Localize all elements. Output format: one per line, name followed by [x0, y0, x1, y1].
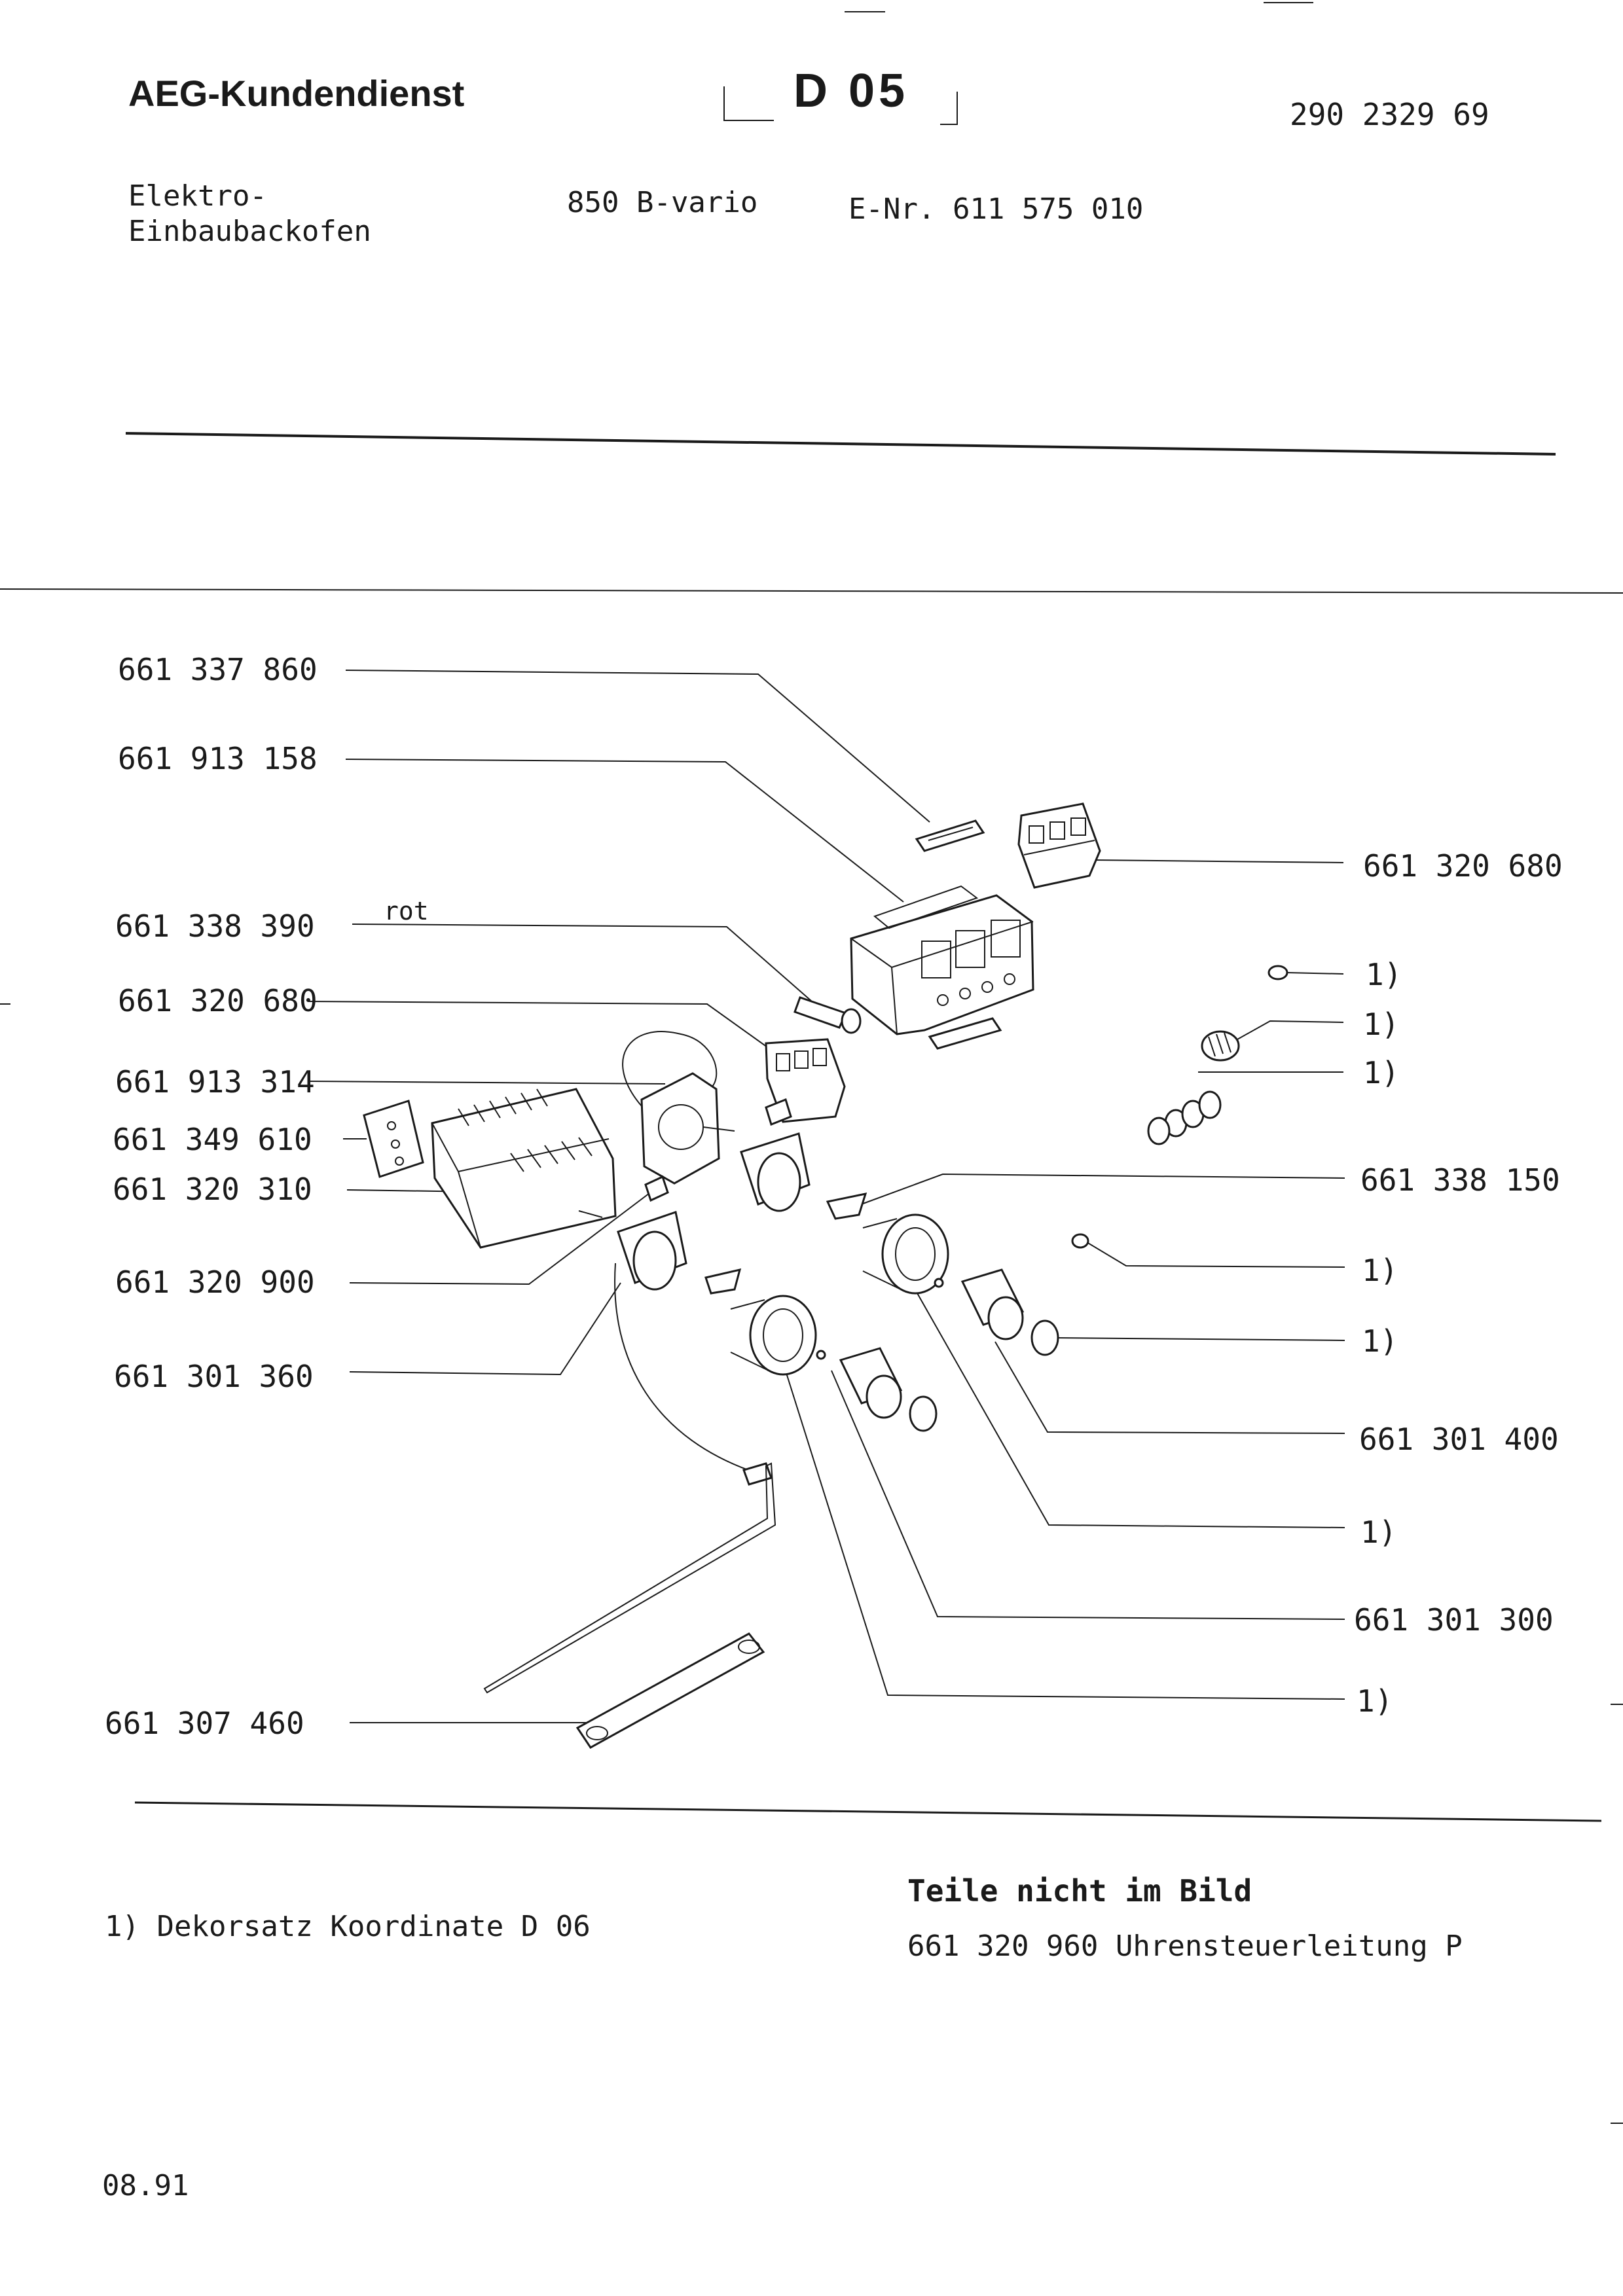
e-number: E-Nr. 611 575 010: [848, 192, 1144, 226]
part-number-right: 661 301 400: [1359, 1422, 1559, 1457]
clip-2: [644, 1175, 669, 1202]
knurled-nut: [1201, 1030, 1240, 1062]
leader-661-913-158: [345, 759, 904, 903]
knob-right: [960, 1268, 1025, 1340]
cap-left: [909, 1395, 938, 1432]
bezel-left: [730, 1295, 817, 1376]
section-code: D 05: [793, 65, 909, 117]
clip-1: [765, 1098, 792, 1126]
footnote-ref: 1): [1362, 1253, 1398, 1288]
knob-holder-1: [740, 1132, 811, 1212]
not-shown-item: 661 320 960 Uhrensteuerleitung P: [907, 1929, 1463, 1963]
product-name-line1: Elektro-: [128, 179, 267, 213]
footnote-ref: 1): [1360, 1515, 1397, 1550]
leader-1-b: [1237, 1020, 1344, 1040]
part-number-right: 661 320 680: [1363, 848, 1563, 884]
leader-661-301-360: [349, 1282, 621, 1376]
part-number-right: 661 301 300: [1354, 1602, 1554, 1638]
cap-right: [1030, 1319, 1059, 1356]
part-number-left: 661 913 314: [115, 1064, 315, 1100]
leader-661-301-400: [994, 1341, 1345, 1434]
revision-date: 08.91: [102, 2169, 189, 2202]
brand-title: AEG-Kundendienst: [128, 73, 465, 114]
leader-661-913-314: [307, 1081, 666, 1085]
fuse-holder-red: [793, 996, 862, 1034]
leader-661-337-860: [345, 670, 930, 823]
leader-661-338-150: [857, 1173, 1345, 1206]
leader-1-a: [1285, 972, 1344, 975]
part-number-left: 661 301 360: [114, 1359, 314, 1394]
part-number-left: 661 320 310: [113, 1172, 312, 1207]
footnote-ref: 1): [1362, 1323, 1398, 1359]
button-set: [1147, 1090, 1222, 1145]
thermostat: [622, 1031, 735, 1185]
footnote-ref: 1): [1357, 1683, 1393, 1719]
knob-holder-2: [617, 1211, 687, 1291]
leader-1-g: [782, 1362, 1345, 1700]
cover-plate-top: [915, 819, 985, 852]
washer-2: [816, 1350, 826, 1360]
part-number-left: 661 337 860: [118, 652, 318, 687]
part-number-left: 661 320 900: [115, 1265, 315, 1300]
leader-1-e: [1053, 1337, 1345, 1341]
knob-left: [839, 1347, 903, 1419]
part-number-left: 661 913 158: [118, 741, 318, 776]
probe-bracket: [575, 1632, 765, 1749]
not-shown-title: Teile nicht im Bild: [907, 1873, 1252, 1909]
footnote: 1) Dekorsatz Koordinate D 06: [105, 1910, 591, 1943]
spring-clip-2: [704, 1268, 742, 1295]
selector-switch: [431, 1088, 617, 1249]
leader-661-320-900: [349, 1191, 653, 1285]
timer-module: [850, 885, 1034, 1035]
temperature-probe: [483, 1263, 776, 1694]
part-number-left: 661 338 390: [115, 908, 315, 944]
leader-661-338-390: [352, 924, 812, 1002]
header-rule: [125, 432, 1556, 456]
leader-661-320-680-left: [307, 1001, 786, 1061]
footnote-ref: 1): [1363, 1055, 1400, 1090]
leader-661-301-300: [831, 1370, 1345, 1620]
bezel-right: [862, 1213, 949, 1295]
footnote-ref: 1): [1366, 957, 1402, 992]
part-number-right: 661 338 150: [1360, 1162, 1560, 1198]
document-number: 290 2329 69: [1290, 97, 1489, 132]
model-name: 850 B-vario: [567, 186, 758, 219]
leader-661-320-680-right: [1093, 859, 1344, 863]
wire-color-note: rot: [384, 897, 429, 925]
footnote-ref: 1): [1363, 1007, 1400, 1042]
cover-plate-bottom: [928, 1017, 1002, 1050]
small-switch-left: [363, 1100, 424, 1178]
diagram-bottom-rule: [134, 1801, 1602, 1822]
part-number-left: 661 307 460: [105, 1706, 304, 1741]
spring-clip-1: [826, 1193, 867, 1220]
part-number-left: 661 349 610: [113, 1122, 312, 1157]
code-bracket-right: [940, 92, 958, 125]
small-screw: [1267, 965, 1288, 980]
relay-block-top-right: [1017, 802, 1101, 889]
small-pin: [1071, 1233, 1089, 1249]
part-number-left: 661 320 680: [118, 983, 318, 1018]
leader-1-f: [911, 1282, 1345, 1528]
leader-1-d: [1086, 1242, 1345, 1268]
code-bracket-left: [723, 86, 774, 121]
product-name-line2: Einbaubackofen: [128, 215, 371, 248]
washer-1: [934, 1278, 944, 1288]
section-rule: [0, 588, 1623, 594]
